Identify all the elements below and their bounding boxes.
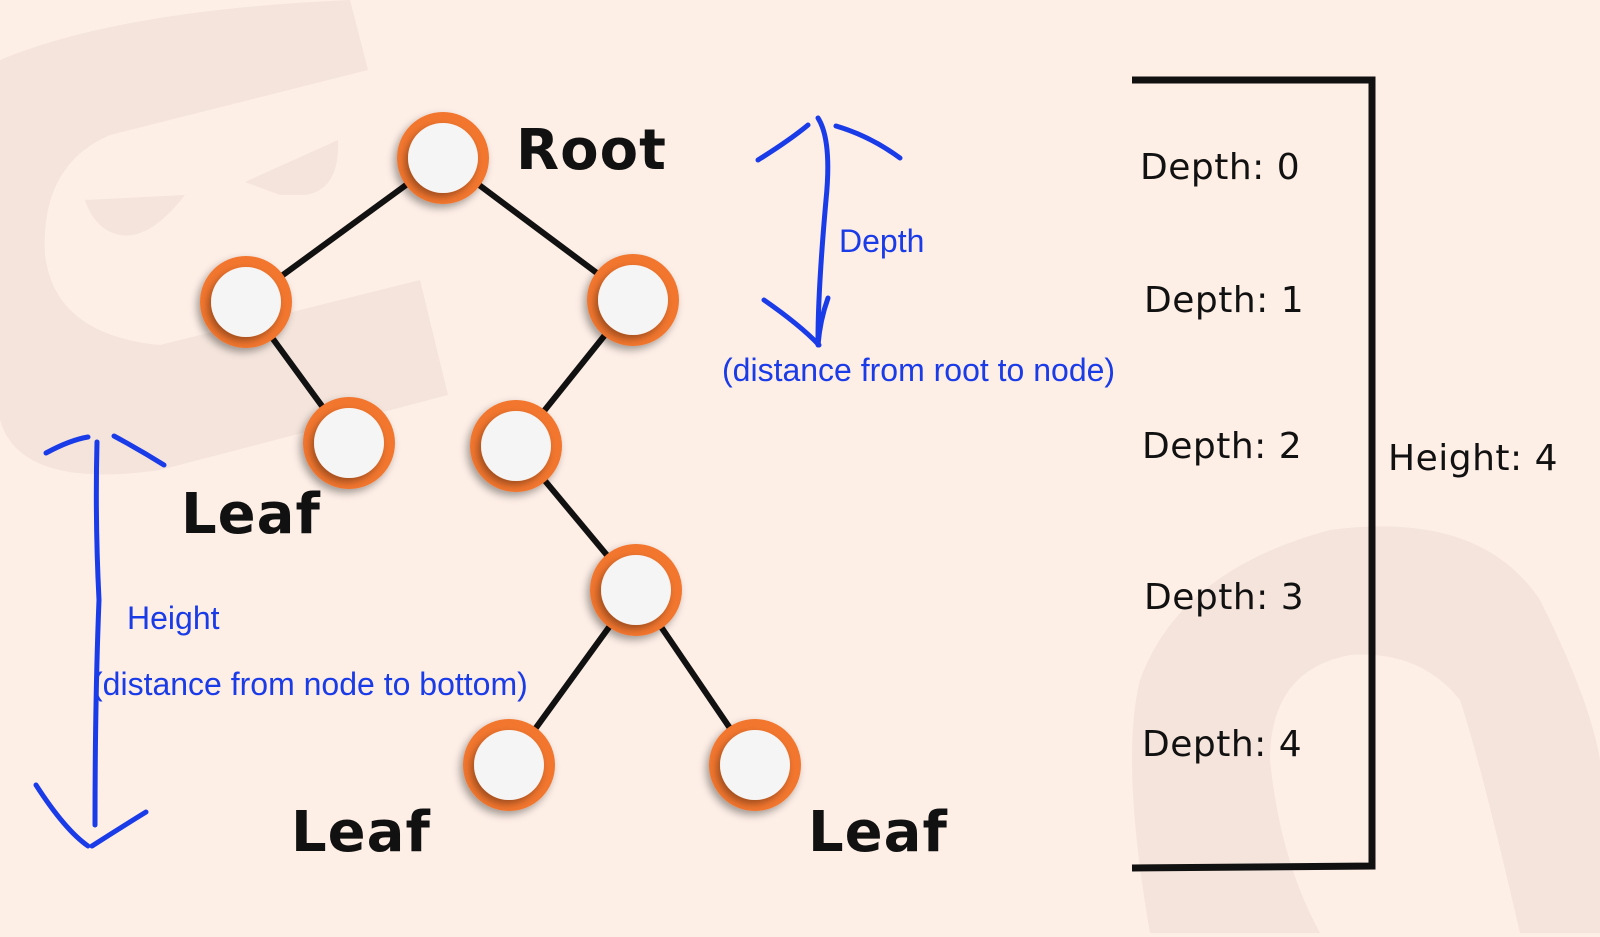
tree-node-n1-left bbox=[200, 256, 292, 348]
depth-level-0: Depth: 0 bbox=[1140, 147, 1301, 188]
node-fill bbox=[601, 555, 671, 625]
leaf-label: Leaf bbox=[181, 482, 321, 547]
tree-node-n4-right-leaf bbox=[709, 719, 801, 811]
node-fill bbox=[314, 408, 384, 478]
node-fill bbox=[720, 730, 790, 800]
depth-annotation-subtitle: (distance from root to node) bbox=[722, 352, 1116, 388]
leaf-label: Leaf bbox=[291, 800, 431, 865]
height-arrow-head-up-right bbox=[111, 433, 167, 468]
tree-height-label: Height: 4 bbox=[1388, 438, 1558, 479]
tree-node-root bbox=[397, 112, 489, 204]
tree-node-n1-right bbox=[587, 254, 679, 346]
tree-nodes bbox=[200, 112, 801, 811]
watermark-shape-top bbox=[0, 0, 448, 475]
node-fill bbox=[598, 265, 668, 335]
depth-level-1: Depth: 1 bbox=[1144, 280, 1305, 321]
depth-arrow-head-up-right bbox=[833, 123, 903, 161]
depth-level-3: Depth: 3 bbox=[1144, 577, 1305, 618]
tree-node-n4-left-leaf bbox=[463, 719, 555, 811]
height-arrow-head-up-left bbox=[43, 434, 91, 456]
depth-arrow-head-up-left bbox=[755, 122, 811, 163]
watermark-eye-left bbox=[85, 195, 185, 236]
height-annotation-title: Height bbox=[127, 600, 220, 636]
depth-arrow-head-down-right bbox=[815, 295, 831, 348]
height-annotation-subtitle: (distance from node to bottom) bbox=[92, 666, 528, 702]
node-fill bbox=[408, 123, 478, 193]
depth-level-2: Depth: 2 bbox=[1142, 426, 1303, 467]
height-bracket bbox=[1131, 76, 1376, 872]
watermark-shape-bottom bbox=[1132, 526, 1600, 933]
depth-level-4: Depth: 4 bbox=[1142, 724, 1303, 765]
node-fill bbox=[474, 730, 544, 800]
height-arrow-head-down-left bbox=[33, 782, 91, 849]
height-arrow-icon bbox=[33, 433, 167, 849]
height-arrow-head-down-right bbox=[89, 809, 149, 849]
tree-node-n2-left-leaf bbox=[303, 397, 395, 489]
height-arrow-shaft bbox=[92, 439, 102, 828]
depth-arrow-icon bbox=[755, 115, 903, 348]
depth-annotation-title: Depth bbox=[839, 223, 925, 259]
tree-node-n2-right bbox=[470, 400, 562, 492]
depth-arrow-head-down-left bbox=[761, 297, 822, 348]
watermark-eye-right bbox=[245, 140, 339, 195]
root-label: Root bbox=[516, 118, 667, 183]
node-fill bbox=[211, 267, 281, 337]
tree-node-n3 bbox=[590, 544, 682, 636]
leaf-label: Leaf bbox=[808, 800, 948, 865]
node-fill bbox=[481, 411, 551, 481]
depth-arrow-shaft bbox=[815, 115, 831, 343]
